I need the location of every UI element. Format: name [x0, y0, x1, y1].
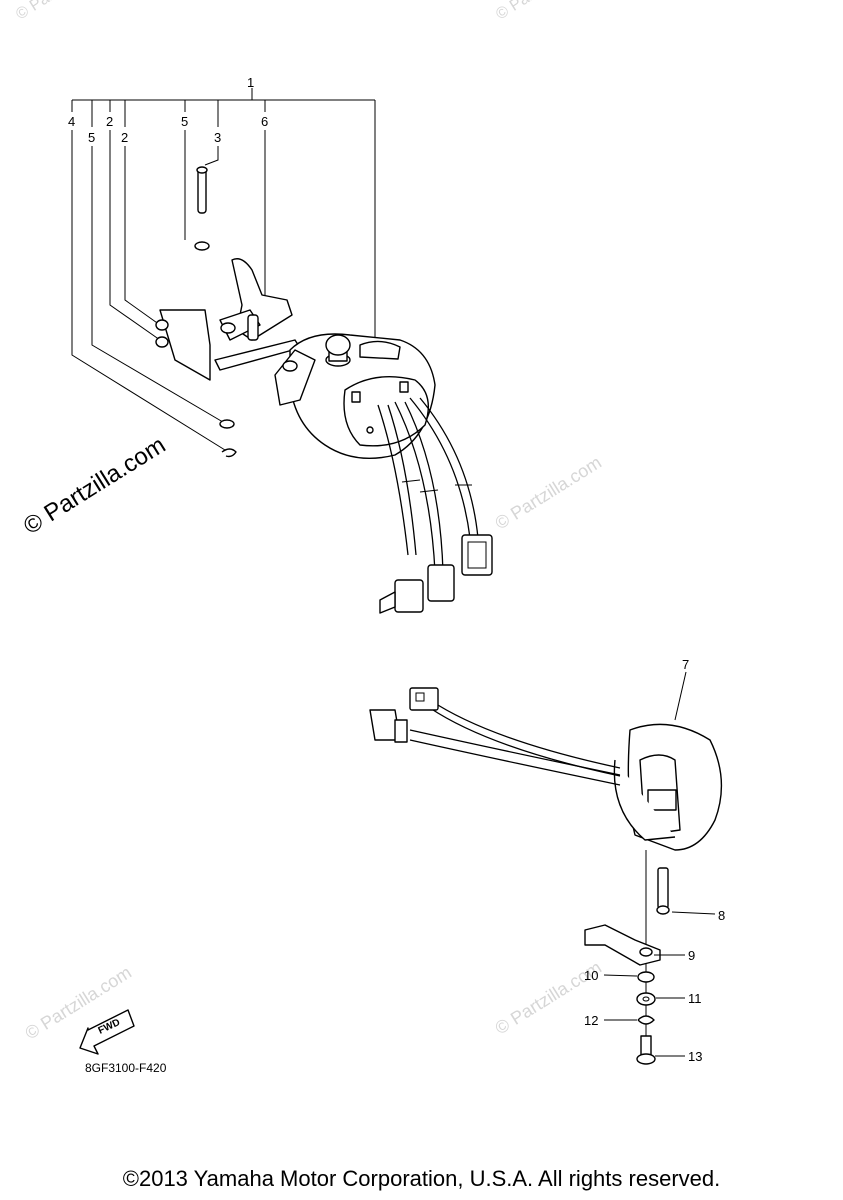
callout-1: 1	[247, 75, 254, 90]
callout-6: 6	[261, 114, 268, 129]
connector	[427, 564, 455, 602]
callout-3: 3	[214, 130, 221, 145]
copyright-notice: ©2013 Yamaha Motor Corporation, U.S.A. A…	[122, 1166, 721, 1191]
washer	[637, 971, 655, 983]
connector	[461, 534, 493, 576]
fwd-arrow-icon: FWD	[79, 1009, 135, 1055]
screw	[636, 1035, 656, 1065]
callout-11: 11	[688, 991, 702, 1006]
bracket-plate	[159, 309, 211, 381]
callout-7: 7	[682, 657, 689, 672]
callout-2: 2	[106, 114, 113, 129]
spring-washer	[637, 1015, 655, 1025]
connector	[409, 687, 439, 711]
watermark-main: © Partzilla.com	[19, 431, 170, 540]
washer	[219, 419, 235, 429]
clip	[221, 448, 237, 458]
callout-2: 2	[121, 130, 128, 145]
watermark: © Partzilla.com	[493, 0, 593, 23]
nut	[155, 319, 169, 331]
callout-10: 10	[584, 968, 598, 983]
callout-8: 8	[718, 908, 725, 923]
switch-cover	[613, 723, 723, 851]
callout-5: 5	[181, 114, 188, 129]
wire-harness	[409, 699, 621, 786]
callout-13: 13	[688, 1049, 702, 1064]
callout-bracket	[71, 88, 376, 345]
leader-line	[603, 974, 638, 977]
wire-harness	[377, 397, 479, 573]
callout-9: 9	[688, 948, 695, 963]
nut	[155, 336, 169, 348]
callout-5: 5	[88, 130, 95, 145]
leader-line	[674, 671, 687, 721]
diagram-code: 8GF3100-F420	[85, 1061, 167, 1075]
washer	[194, 241, 210, 251]
callout-4: 4	[68, 114, 75, 129]
connector	[379, 579, 424, 614]
watermark: © Partzilla.com	[492, 452, 605, 533]
connector	[369, 709, 408, 743]
bolt	[196, 166, 208, 214]
screw	[656, 867, 670, 915]
watermark: © Partzilla.com	[13, 0, 113, 23]
lock-washer	[636, 992, 656, 1006]
callout-12: 12	[584, 1013, 598, 1028]
lever	[214, 258, 301, 371]
mounting-bracket	[584, 924, 661, 966]
leader-line	[671, 911, 716, 915]
leader-lines	[71, 130, 266, 451]
